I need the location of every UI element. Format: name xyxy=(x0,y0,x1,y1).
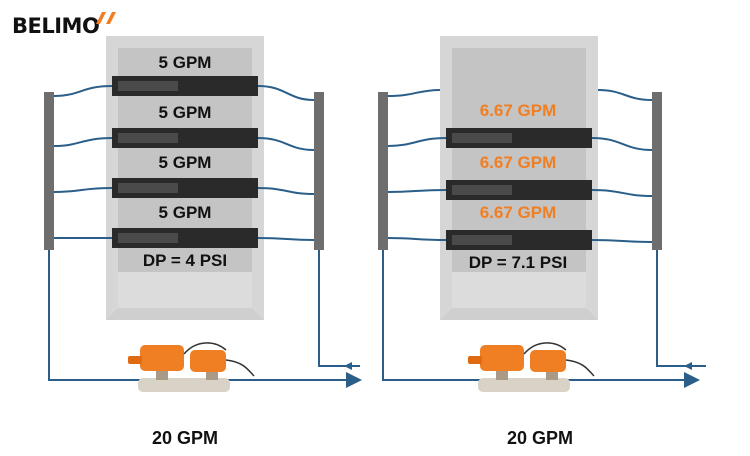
server-unit xyxy=(112,76,258,96)
right-supply-manifold xyxy=(378,92,388,250)
left-actuator-2 xyxy=(190,350,226,372)
right-rack-cabinet xyxy=(440,36,598,320)
right-return-arrow xyxy=(684,362,692,370)
left-flow-label-4: 5 GPM xyxy=(159,203,212,222)
right-control-valve xyxy=(468,342,595,392)
server-unit xyxy=(112,228,258,248)
left-hoses xyxy=(53,85,315,241)
left-control-valve xyxy=(128,342,255,392)
left-return-pipe xyxy=(318,250,360,367)
right-actuator-1 xyxy=(480,345,524,371)
right-servers xyxy=(446,128,592,250)
left-flow-label-3: 5 GPM xyxy=(159,153,212,172)
right-flow-label-1: 6.67 GPM xyxy=(480,101,557,120)
right-dp-label: DP = 7.1 PSI xyxy=(469,253,567,272)
left-supply-manifold xyxy=(44,92,54,250)
right-flow-label-3: 6.67 GPM xyxy=(480,203,557,222)
belimo-logo: BELIMO xyxy=(12,12,132,42)
left-total-flow-label: 20 GPM xyxy=(152,428,218,448)
server-unit xyxy=(112,178,258,198)
server-unit xyxy=(446,128,592,148)
server-unit xyxy=(446,230,592,250)
right-return-pipe xyxy=(656,250,706,367)
server-unit xyxy=(112,128,258,148)
left-return-arrow xyxy=(344,362,352,370)
left-system: 5 GPM 5 GPM 5 GPM 5 GPM DP = 4 PSI 20 GP… xyxy=(44,36,362,448)
left-supply-pipe xyxy=(48,250,362,388)
right-supply-pipe xyxy=(382,250,700,388)
right-total-flow-label: 20 GPM xyxy=(507,428,573,448)
left-return-manifold xyxy=(314,92,324,250)
left-dp-label: DP = 4 PSI xyxy=(143,251,227,270)
right-flow-label-2: 6.67 GPM xyxy=(480,153,557,172)
right-system: 6.67 GPM 6.67 GPM 6.67 GPM DP = 7.1 PSI … xyxy=(378,36,706,448)
logo-slash-marks xyxy=(96,12,116,24)
right-actuator-2 xyxy=(530,350,566,372)
left-flow-label-1: 5 GPM xyxy=(159,53,212,72)
left-flow-label-2: 5 GPM xyxy=(159,103,212,122)
left-servers xyxy=(112,76,258,248)
server-unit xyxy=(446,180,592,200)
brand-name: BELIMO xyxy=(12,14,100,38)
left-actuator-1 xyxy=(140,345,184,371)
right-hoses xyxy=(387,89,653,243)
right-return-manifold xyxy=(652,92,662,250)
